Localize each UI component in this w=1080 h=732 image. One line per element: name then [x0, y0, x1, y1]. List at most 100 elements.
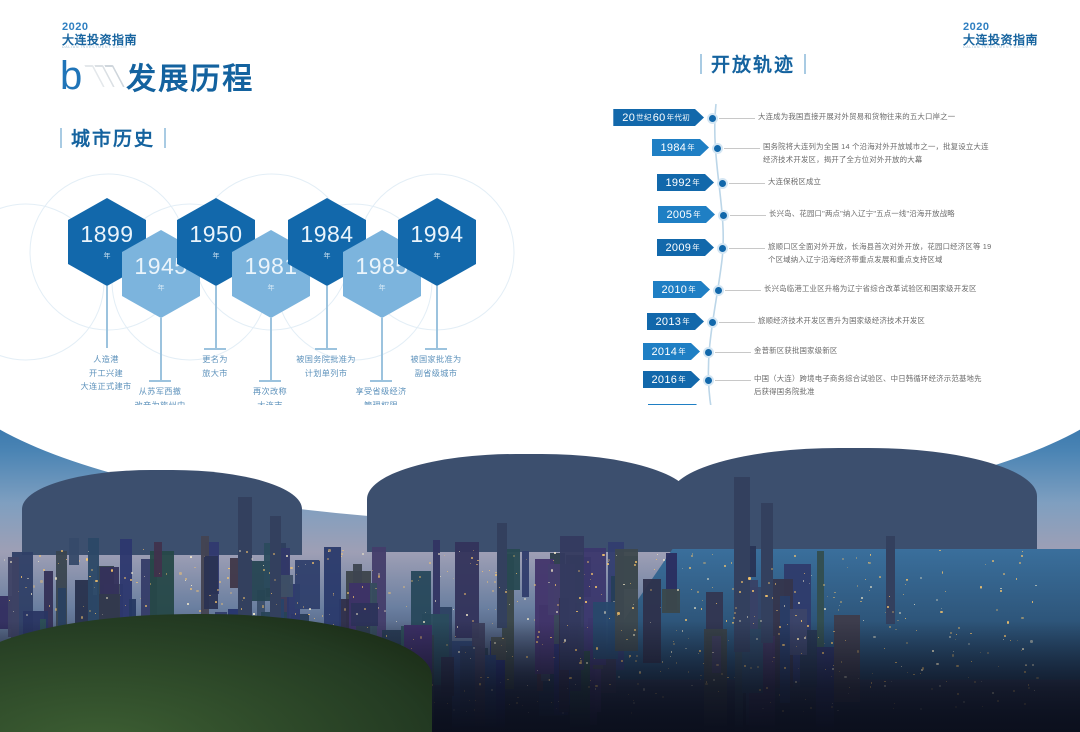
city-light — [856, 585, 859, 587]
city-light — [798, 601, 801, 604]
city-light — [940, 610, 943, 614]
city-light — [86, 558, 89, 561]
badge-century-unit: 世纪 — [636, 113, 652, 122]
leader-line — [730, 215, 766, 216]
city-light — [659, 606, 661, 608]
city-light — [914, 603, 916, 605]
city-light — [189, 588, 192, 591]
history-year-unit: 年 — [433, 253, 441, 260]
city-light — [203, 555, 205, 558]
city-light — [333, 592, 335, 594]
city-light — [746, 616, 749, 618]
city-light — [690, 589, 693, 591]
leader-line — [724, 148, 760, 149]
city-light — [453, 609, 455, 611]
connector-tick — [425, 348, 447, 350]
history-description-line: 副省级城市 — [414, 368, 458, 378]
city-light — [149, 583, 152, 585]
city-light — [493, 580, 496, 583]
timeline-description: 大连成为我国直接开展对外贸易和货物往来的五大口岸之一 — [758, 112, 956, 121]
city-light — [748, 577, 751, 580]
city-light — [869, 554, 872, 556]
city-light — [516, 600, 519, 603]
city-light — [697, 591, 699, 593]
city-light — [526, 617, 529, 620]
city-light — [939, 549, 941, 552]
city-light — [602, 553, 605, 556]
city-light — [65, 559, 67, 561]
city-light — [860, 597, 863, 600]
city-light — [465, 614, 469, 617]
leader-line — [719, 322, 755, 323]
leader-line — [729, 183, 765, 184]
city-light — [765, 594, 768, 598]
logo-year: 2020 — [62, 21, 89, 33]
city-light — [846, 567, 848, 569]
city-light — [860, 600, 862, 603]
building — [264, 543, 273, 589]
city-history-timeline: 1899年人造港开工兴建大连正式建市1945年从苏军西撤改辛为旅州中获得解放19… — [0, 160, 560, 423]
page-title-text: 发展历程 — [126, 63, 255, 96]
city-light — [775, 609, 778, 612]
city-light — [185, 578, 188, 581]
badge-year-unit: 年代初 — [666, 113, 690, 122]
timeline-node-dot — [703, 347, 714, 358]
skyscraper — [761, 503, 774, 644]
city-light — [833, 596, 835, 598]
connector-stem — [326, 286, 328, 348]
building — [294, 560, 321, 609]
city-light — [707, 577, 710, 580]
leader-line — [719, 118, 755, 119]
city-light — [240, 607, 243, 610]
badge-year: 1992 — [665, 176, 692, 189]
city-light — [688, 566, 692, 569]
city-light — [588, 586, 590, 588]
city-light — [375, 587, 377, 590]
history-description-line: 被国务院批准为 — [296, 355, 356, 364]
city-light — [595, 586, 597, 588]
city-light — [608, 558, 611, 561]
city-light — [105, 596, 108, 599]
city-light — [328, 549, 331, 552]
city-light — [165, 573, 167, 575]
city-light — [328, 613, 330, 615]
city-light — [196, 589, 199, 592]
city-light — [767, 582, 770, 584]
badge-year-unit: 年 — [678, 375, 686, 384]
city-light — [472, 549, 475, 552]
city-light — [388, 591, 391, 594]
city-light — [308, 613, 310, 616]
city-skyline-photo — [0, 405, 1080, 732]
building — [68, 538, 79, 565]
connector-stem — [106, 286, 108, 348]
section-title-text: 开放轨迹 — [711, 55, 796, 76]
city-light — [263, 565, 265, 566]
city-light — [463, 593, 466, 596]
badge-year: 2016 — [651, 373, 678, 386]
badge-year-unit: 年 — [687, 143, 695, 152]
city-light — [209, 594, 211, 597]
city-light — [119, 594, 121, 596]
timeline-node-dot — [713, 285, 724, 296]
city-light — [60, 550, 63, 553]
city-light — [342, 549, 345, 552]
city-light — [992, 560, 994, 563]
city-light — [179, 572, 182, 575]
city-light — [795, 614, 797, 617]
city-light — [711, 586, 714, 589]
city-light — [1021, 550, 1023, 552]
building — [88, 537, 100, 651]
leader-line — [715, 380, 751, 381]
city-light — [40, 580, 43, 583]
city-light — [32, 585, 35, 588]
city-light — [494, 574, 497, 577]
logo-title-en: DALIAN INVESTMENT GUIDE — [963, 45, 1029, 50]
city-light — [477, 560, 479, 562]
city-light — [26, 614, 29, 617]
city-light — [90, 568, 93, 571]
city-light — [793, 590, 796, 593]
city-light — [600, 593, 603, 596]
